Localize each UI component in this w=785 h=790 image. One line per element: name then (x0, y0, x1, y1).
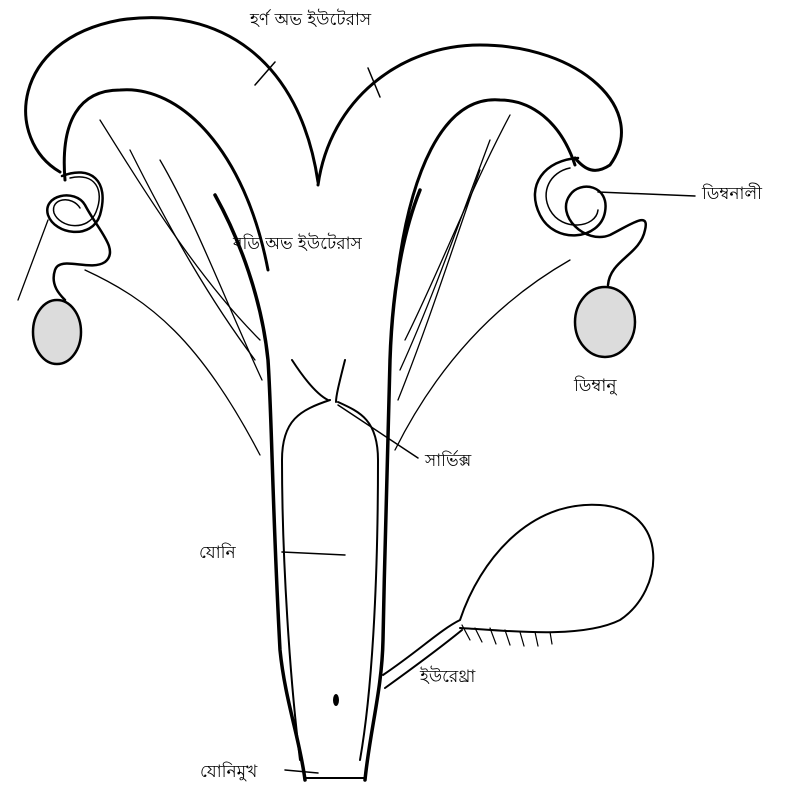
bladder (383, 505, 653, 675)
label-vagina: যোনি (199, 545, 236, 562)
horn-label-tick-right (368, 68, 380, 97)
label-horn-of-uterus: হর্ণ অভ ইউটেরাস (250, 12, 371, 29)
label-fallopian-tube: ডিম্বনালী (702, 186, 762, 203)
label-urethra: ইউরেথ্রা (420, 669, 475, 686)
left-ligament-line-1 (100, 120, 260, 340)
left-horn-outline (26, 18, 318, 182)
left-ligament-line-4 (85, 270, 260, 455)
horn-label-tick-left (255, 62, 275, 85)
left-fallopian-tube-inner (54, 177, 100, 226)
right-ovary (575, 287, 635, 357)
left-ovary (33, 300, 81, 364)
left-ovary-pointer (18, 220, 48, 300)
label-body-of-uterus: বডি অভ ইউটেরাস (233, 236, 362, 253)
vagina-pointer (282, 552, 345, 555)
uterus-left-wall (215, 195, 305, 780)
fallopian-tube-pointer (598, 192, 695, 196)
left-ligament-line-2 (130, 150, 255, 360)
right-ligament-line-4 (395, 260, 570, 450)
uterus-right-wall (365, 190, 420, 780)
label-ovary: ডিম্বানু (574, 378, 616, 395)
urethral-orifice (333, 694, 339, 706)
cervix-shape (292, 360, 345, 402)
right-fallopian-tube-inner (546, 168, 598, 225)
label-cervix: সার্ভিক্স (425, 453, 471, 470)
left-fallopian-tube (47, 172, 110, 300)
label-vaginal-opening: যোনিমুখ (200, 764, 257, 781)
vagina-canal-right (338, 402, 378, 760)
bladder-shading (462, 625, 552, 646)
vaginal-opening-pointer (285, 770, 318, 773)
